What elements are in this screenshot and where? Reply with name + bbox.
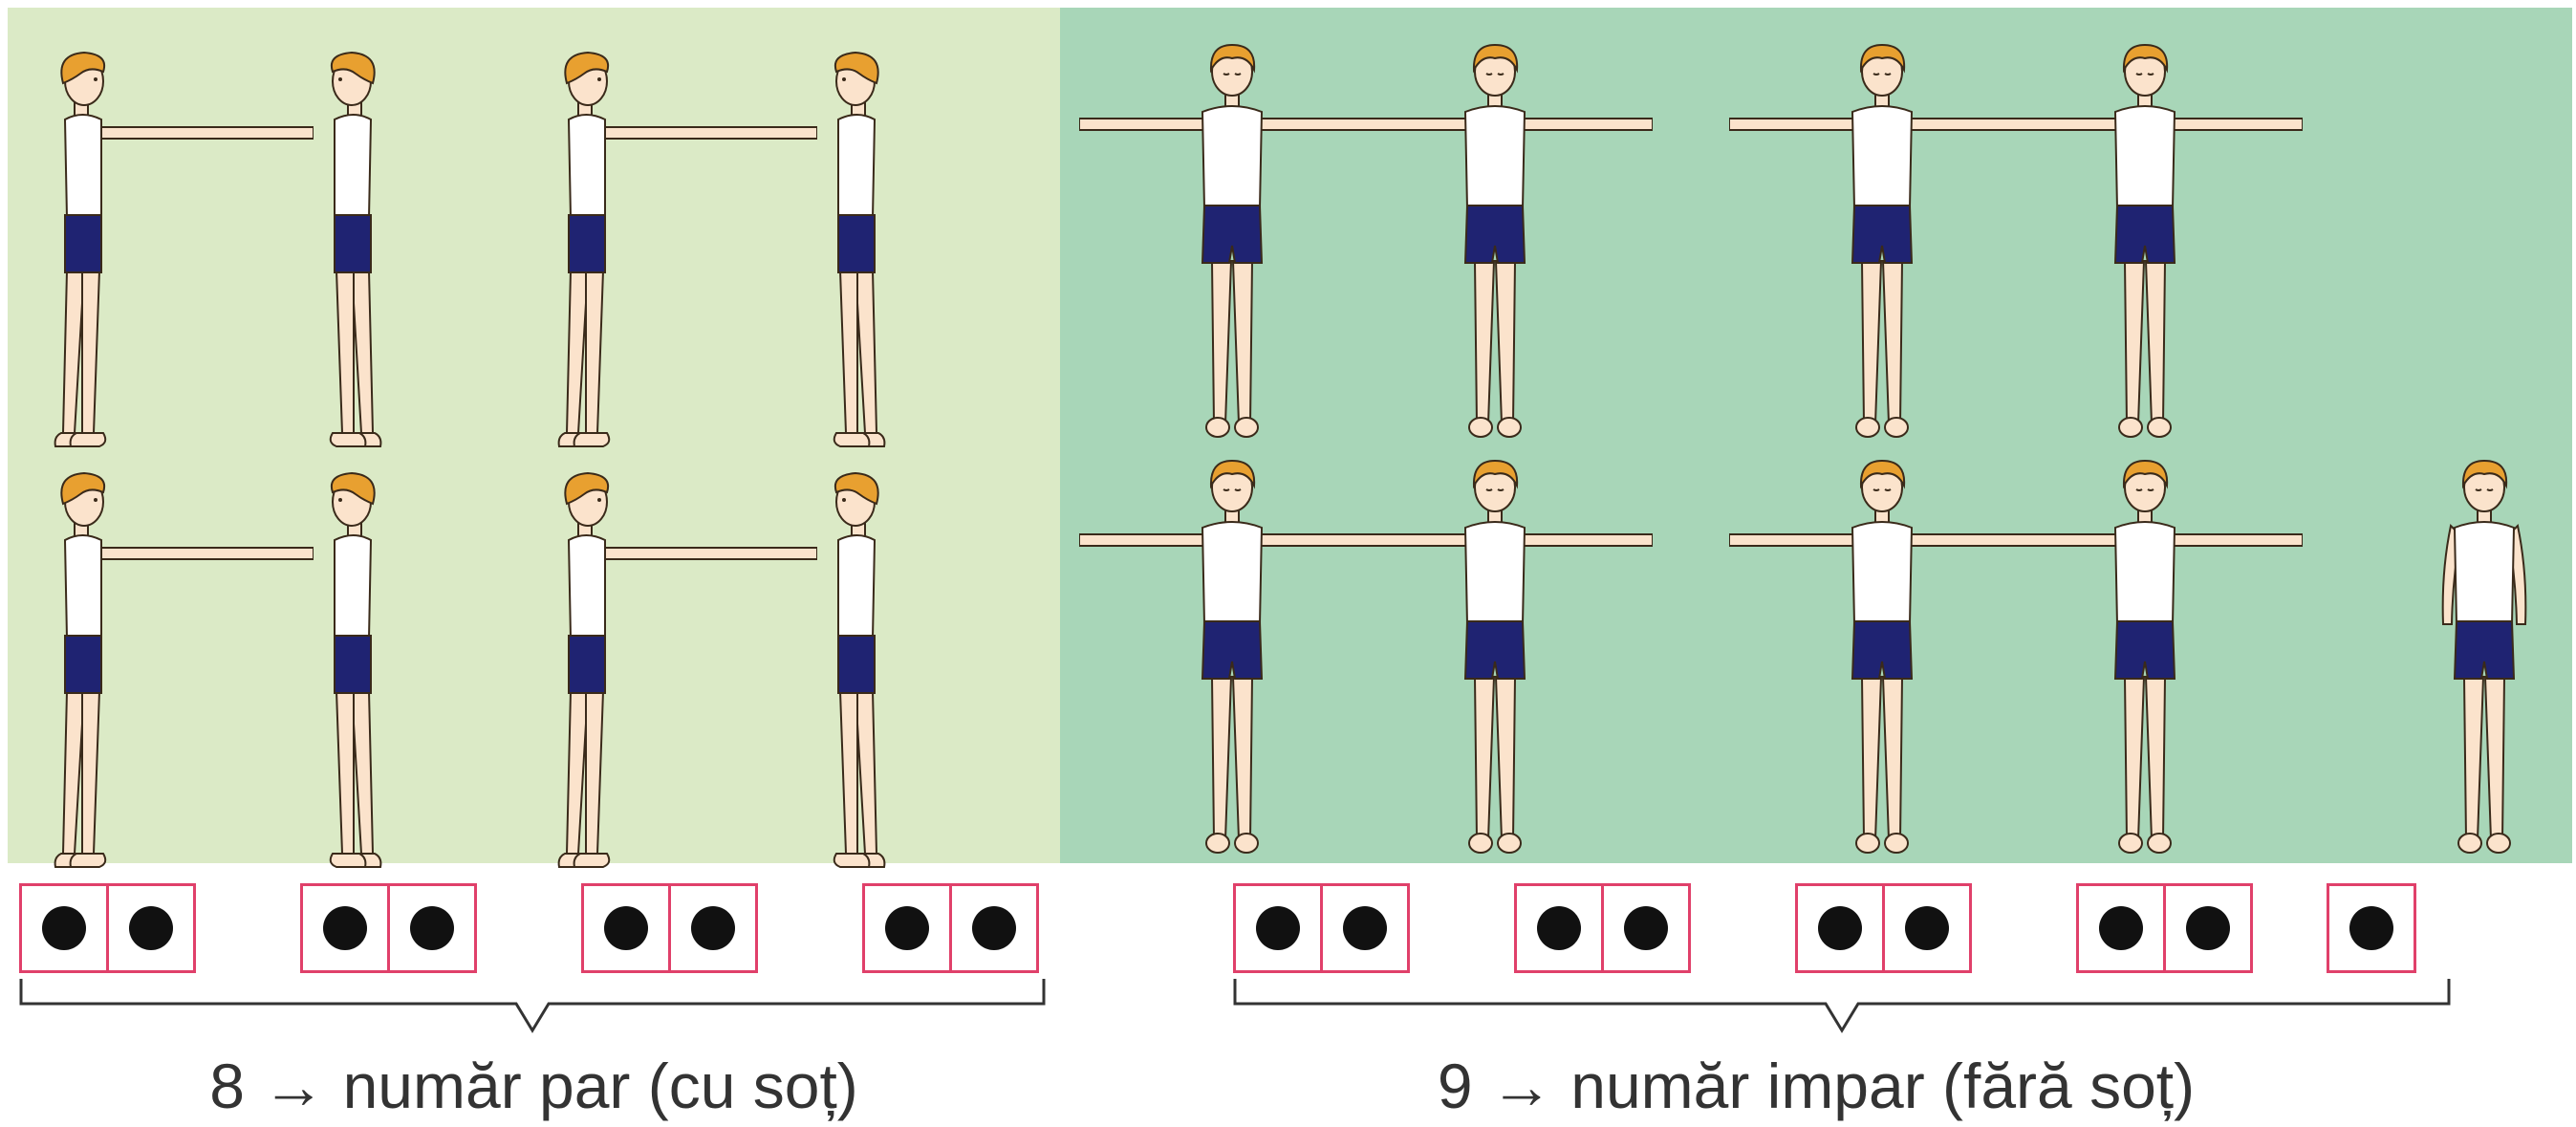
box-cell bbox=[2076, 883, 2166, 973]
box-cell bbox=[1882, 883, 1972, 973]
child-front-view bbox=[1820, 457, 1944, 858]
joined-arms bbox=[578, 543, 817, 564]
joined-arms bbox=[75, 543, 314, 564]
even-pairs-panel bbox=[8, 8, 1060, 868]
dot bbox=[2349, 906, 2393, 950]
pair-box bbox=[300, 883, 477, 973]
dot bbox=[604, 906, 648, 950]
dot bbox=[2099, 906, 2143, 950]
child-front-view bbox=[1820, 41, 1944, 443]
box-cell bbox=[1320, 883, 1410, 973]
dot bbox=[410, 906, 454, 950]
box-cell bbox=[106, 883, 196, 973]
child-side-view bbox=[530, 51, 655, 452]
even-caption: 8 → număr par (cu soț) bbox=[209, 1051, 858, 1121]
box-cell bbox=[300, 883, 390, 973]
child-side-view bbox=[285, 471, 409, 873]
dot bbox=[1537, 906, 1581, 950]
box-cell bbox=[19, 883, 109, 973]
child-alone bbox=[2422, 457, 2546, 858]
pair-box bbox=[1514, 883, 1691, 973]
pair-box bbox=[2076, 883, 2253, 973]
child-side-view bbox=[530, 471, 655, 873]
box-cell bbox=[387, 883, 477, 973]
joined-arms bbox=[578, 122, 817, 143]
dot bbox=[323, 906, 367, 950]
brace-even bbox=[19, 977, 1046, 1034]
odd-group-panel bbox=[1060, 8, 2572, 863]
dot bbox=[129, 906, 173, 950]
box-cell bbox=[1233, 883, 1323, 973]
outstretched-arms bbox=[1729, 530, 2303, 551]
outstretched-arms bbox=[1729, 114, 2303, 135]
outstretched-arms bbox=[1079, 114, 1653, 135]
child-front-view bbox=[1170, 457, 1294, 858]
box-cell bbox=[1795, 883, 1885, 973]
child-side-view bbox=[789, 51, 913, 452]
box-cell bbox=[2327, 883, 2416, 973]
pair-box bbox=[1795, 883, 1972, 973]
dot bbox=[1818, 906, 1862, 950]
odd-caption: 9 → număr impar (fără soț) bbox=[1437, 1051, 2196, 1121]
outstretched-arms bbox=[1079, 530, 1653, 551]
child-front-view bbox=[1170, 41, 1294, 443]
child-side-view bbox=[789, 471, 913, 873]
child-side-view bbox=[27, 471, 151, 873]
dot bbox=[1343, 906, 1387, 950]
dot bbox=[885, 906, 929, 950]
brace-odd bbox=[1233, 977, 2451, 1034]
dot bbox=[972, 906, 1016, 950]
box-cell bbox=[862, 883, 952, 973]
joined-arms bbox=[75, 122, 314, 143]
box-cell bbox=[581, 883, 671, 973]
child-front-view bbox=[2083, 457, 2207, 858]
pair-box bbox=[581, 883, 758, 973]
dot bbox=[2186, 906, 2230, 950]
box-cell bbox=[1514, 883, 1604, 973]
dot bbox=[691, 906, 735, 950]
box-cell bbox=[949, 883, 1039, 973]
pair-box bbox=[19, 883, 196, 973]
child-side-view bbox=[27, 51, 151, 452]
dot bbox=[1624, 906, 1668, 950]
dot bbox=[1256, 906, 1300, 950]
child-front-view bbox=[1433, 457, 1557, 858]
pair-box bbox=[1233, 883, 1410, 973]
child-side-view bbox=[285, 51, 409, 452]
pair-box bbox=[862, 883, 1039, 973]
dot bbox=[1905, 906, 1949, 950]
single-box bbox=[2327, 883, 2416, 973]
box-cell bbox=[2163, 883, 2253, 973]
dot bbox=[42, 906, 86, 950]
box-cell bbox=[668, 883, 758, 973]
child-front-view bbox=[1433, 41, 1557, 443]
child-front-view bbox=[2083, 41, 2207, 443]
box-cell bbox=[1601, 883, 1691, 973]
